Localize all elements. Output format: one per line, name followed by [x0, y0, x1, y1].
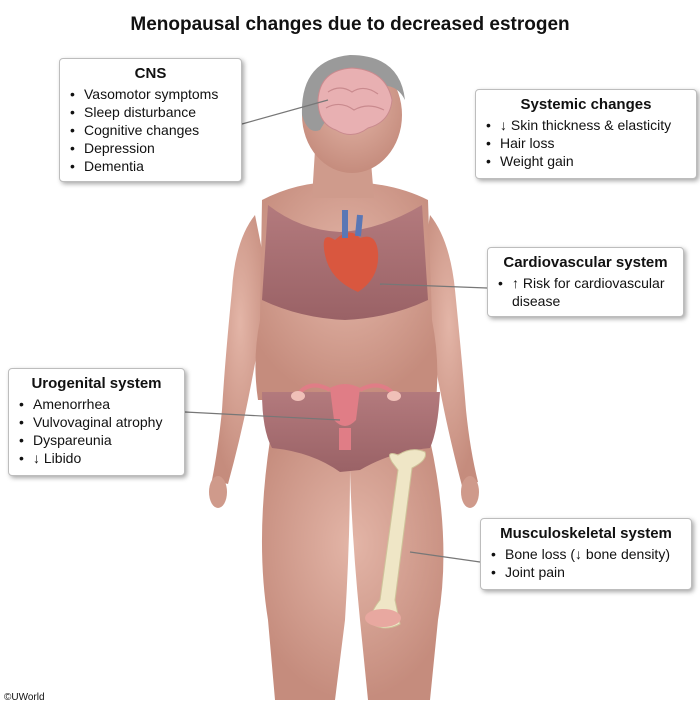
femur	[370, 449, 426, 629]
left-arm	[212, 215, 268, 484]
cns-item: Cognitive changes	[70, 121, 231, 139]
cns-item: Depression	[70, 139, 231, 157]
urogenital-item: Vulvovaginal atrophy	[19, 413, 174, 431]
cardio-connector	[379, 283, 488, 289]
copyright-notice: ©UWorld	[4, 692, 45, 703]
heart	[323, 232, 379, 292]
systemic-callout: Systemic changes ↓ Skin thickness & elas…	[475, 89, 697, 179]
uterus	[330, 384, 360, 426]
cns-item: Dementia	[70, 157, 231, 175]
cardio-callout: Cardiovascular system ↑ Risk for cardiov…	[487, 247, 684, 317]
urogenital-connector	[184, 411, 341, 421]
musculo-callout: Musculoskeletal system Bone loss (↓ bone…	[480, 518, 692, 590]
legs	[261, 440, 444, 700]
systemic-heading: Systemic changes	[520, 96, 652, 113]
musculo-item: Joint pain	[491, 563, 681, 581]
musculo-heading: Musculoskeletal system	[500, 525, 672, 542]
systemic-item: ↓ Skin thickness & elasticity	[486, 116, 686, 134]
systemic-item: Hair loss	[486, 134, 686, 152]
cns-connector	[241, 99, 329, 125]
cns-callout: CNS Vasomotor symptoms Sleep disturbance…	[59, 58, 242, 182]
musculo-connector	[409, 551, 481, 563]
systemic-item: Weight gain	[486, 152, 686, 170]
left-hand	[209, 476, 227, 508]
figure-title: Menopausal changes due to decreased estr…	[130, 14, 570, 35]
right-hand	[461, 476, 479, 508]
cns-item: Sleep disturbance	[70, 103, 231, 121]
urogenital-heading: Urogenital system	[31, 375, 162, 392]
cardio-item: ↑ Risk for cardiovascular disease	[498, 274, 673, 310]
cardio-heading: Cardiovascular system	[503, 254, 668, 271]
brain	[317, 67, 393, 135]
urogenital-item: Dyspareunia	[19, 431, 174, 449]
urogenital-callout: Urogenital system Amenorrhea Vulvovagina…	[8, 368, 185, 476]
right-arm	[420, 215, 478, 486]
cns-item: Vasomotor symptoms	[70, 85, 231, 103]
musculo-item: Bone loss (↓ bone density)	[491, 545, 681, 563]
urogenital-item: ↓ Libido	[19, 449, 174, 467]
urogenital-item: Amenorrhea	[19, 395, 174, 413]
cns-heading: CNS	[134, 65, 167, 82]
